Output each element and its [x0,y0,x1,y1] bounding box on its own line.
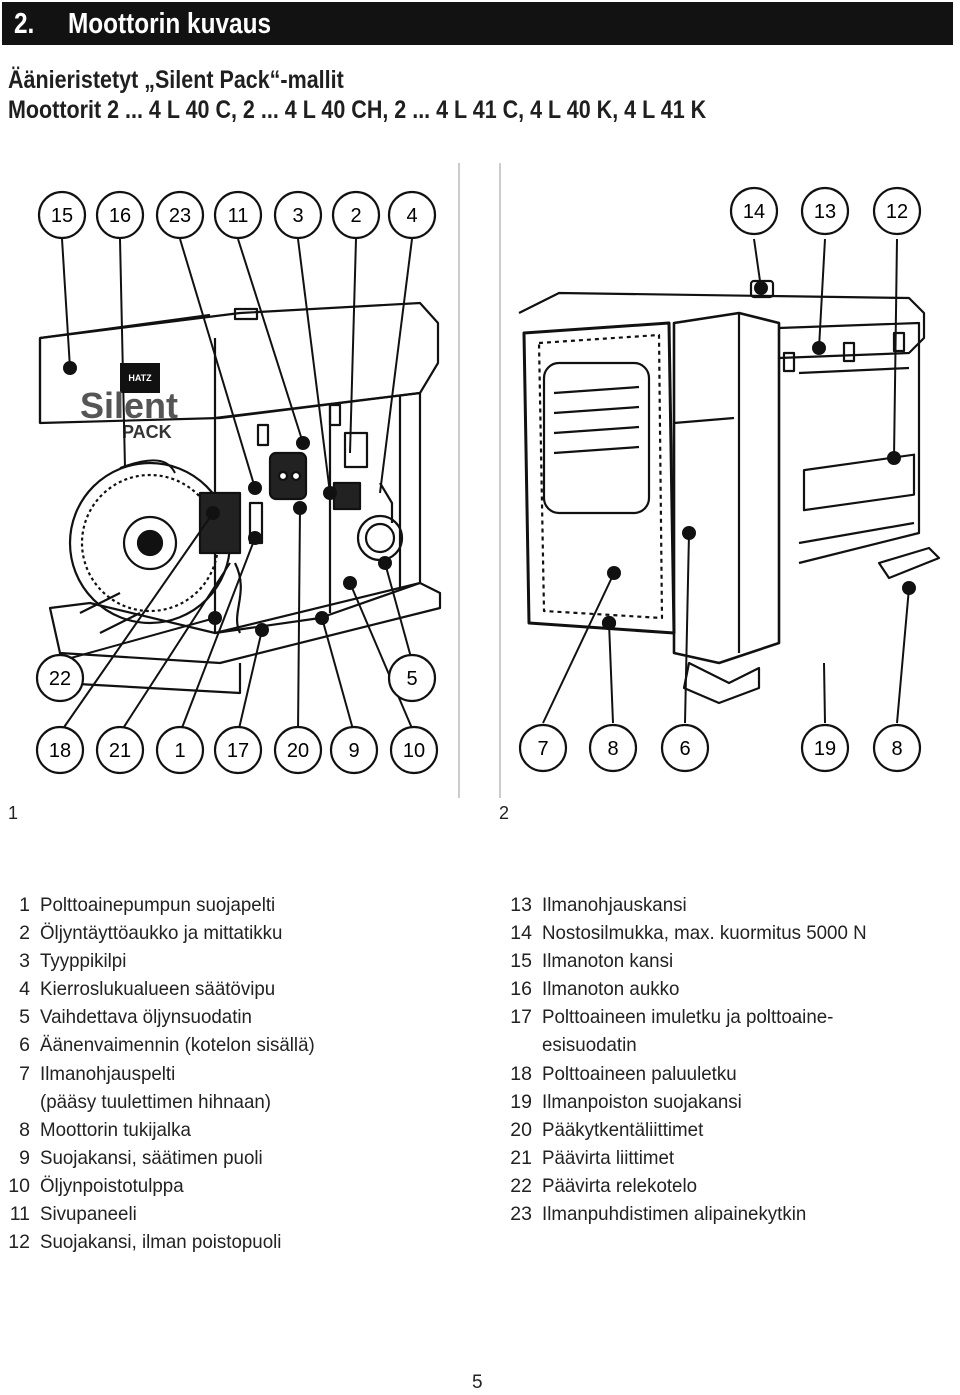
svg-text:6: 6 [679,738,690,760]
section-title: Moottorin kuvaus [68,8,272,40]
callout-1: 1 [155,725,205,775]
figure-1-callouts: 15 16 23 11 3 2 4 22 5 18 21 1 17 20 9 1… [35,190,439,775]
svg-text:8: 8 [891,738,902,760]
engine-rear-outline [499,163,941,798]
figure-1-engine-front: HATZ Silent PACK [0,163,460,798]
callout-10: 10 [389,725,439,775]
figure-2-number: 2 [499,803,510,823]
logo-name: Silent [80,385,178,426]
figure-2-callouts: 14 13 12 7 8 6 19 8 [518,186,922,773]
callout-14: 14 [729,186,779,236]
svg-text:7: 7 [537,738,548,760]
logo-brand: HATZ [128,373,152,383]
svg-text:14: 14 [743,201,765,223]
callout-16: 16 [95,190,145,240]
callout-21: 21 [95,725,145,775]
callout-15: 15 [37,190,87,240]
svg-text:13: 13 [814,201,836,223]
figure-2-engine-rear: 14 13 12 7 8 6 19 8 [499,163,958,798]
section-number: 2. [14,8,35,40]
callout-13: 13 [800,186,850,236]
callout-17: 17 [213,725,263,775]
svg-text:23: 23 [169,205,191,227]
svg-text:5: 5 [406,668,417,690]
svg-text:9: 9 [348,740,359,762]
svg-text:12: 12 [886,201,908,223]
logo-pack: PACK [122,422,172,442]
callout-9: 9 [329,725,379,775]
svg-text:8: 8 [607,738,618,760]
subtitle-line-2: Moottorit 2 ... 4 L 40 C, 2 ... 4 L 40 C… [8,96,707,124]
svg-text:20: 20 [287,740,309,762]
svg-text:18: 18 [49,740,71,762]
leader-dots [63,361,392,637]
svg-text:21: 21 [109,740,131,762]
svg-text:3: 3 [292,205,303,227]
svg-text:11: 11 [228,205,249,227]
svg-text:22: 22 [49,668,71,690]
subtitle-line-1: Äänieristetyt „Silent Pack“-mallit [8,66,344,94]
figure-2-drawing: 14 13 12 7 8 6 19 8 [499,163,941,798]
engine-outline [38,163,460,798]
callout-2: 2 [331,190,381,240]
callout-6: 6 [660,723,710,773]
callout-23: 23 [155,190,205,240]
figure-1-drawing: HATZ Silent PACK [35,163,460,798]
callout-8-left: 8 [588,723,638,773]
svg-text:19: 19 [814,738,836,760]
figure-1-number: 1 [8,803,19,823]
svg-text:1: 1 [174,740,185,762]
leader-lines [59,238,415,734]
svg-text:15: 15 [51,205,73,227]
callout-4: 4 [387,190,437,240]
svg-text:16: 16 [109,205,131,227]
callout-12: 12 [872,186,922,236]
callout-8-right: 8 [872,723,922,773]
callout-7: 7 [518,723,568,773]
callout-18: 18 [35,725,85,775]
silent-pack-logo: HATZ Silent PACK [80,363,178,442]
callout-20: 20 [273,725,323,775]
callout-3: 3 [273,190,323,240]
callout-5: 5 [387,653,437,703]
page-number: 5 [472,1372,483,1393]
callout-22: 22 [35,653,85,703]
svg-text:10: 10 [403,740,425,762]
leader-lines-2 [542,238,910,724]
leader-dots-2 [602,281,916,630]
legend-item-continued: esisuodatin [542,1034,637,1057]
svg-text:17: 17 [227,740,249,762]
callout-19: 19 [800,723,850,773]
legend-item-continued: (pääsy tuulettimen hihnaan) [40,1090,272,1113]
svg-text:2: 2 [350,205,361,227]
callout-11: 11 [213,190,263,240]
section-header-bar: 2. Moottorin kuvaus [2,2,953,45]
svg-text:4: 4 [406,205,417,227]
